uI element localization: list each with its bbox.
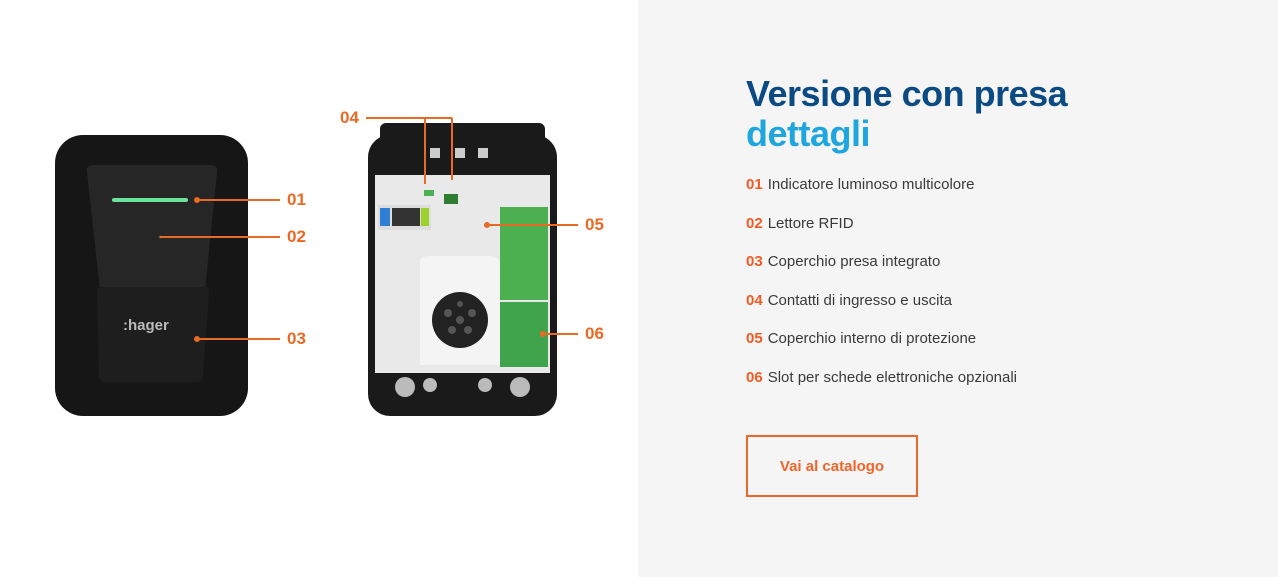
item-number: 03	[746, 253, 763, 270]
item-number: 04	[746, 291, 763, 309]
callout-03: 03	[287, 329, 306, 348]
product-image-area: :hager 01 02 03 04 05 06	[0, 0, 638, 577]
item-number: 05	[746, 330, 763, 347]
wallbox-open	[368, 123, 557, 416]
callout-02: 02	[287, 227, 306, 246]
item-label: Indicatore luminoso multicolore	[767, 176, 975, 193]
item-label: Lettore RFID	[767, 214, 854, 232]
item-number: 02	[746, 214, 763, 232]
callout-01: 01	[287, 190, 306, 209]
item-label: Slot per schede elettroniche opzionali	[767, 368, 1018, 386]
callout-06: 06	[585, 324, 604, 343]
item-label: Coperchio interno di protezione	[767, 330, 977, 347]
item-label: Coperchio presa integrato	[767, 253, 941, 270]
svg-text::hager: :hager	[123, 317, 169, 334]
wallbox-front: :hager	[55, 135, 248, 416]
item-label: Contatti di ingresso e uscita	[767, 291, 952, 309]
item-number: 01	[746, 176, 763, 193]
section-title: Versione con presa dettagli	[746, 73, 1068, 154]
wallbox-illustration: :hager	[55, 117, 578, 416]
callout-05: 05	[585, 215, 604, 234]
callout-lines	[160, 117, 578, 342]
item-number: 06	[746, 368, 763, 386]
title-line-1: Versione con presa	[746, 73, 1068, 114]
led-indicator	[112, 198, 188, 202]
callout-04: 04	[340, 108, 359, 127]
title-line-2: dettagli	[746, 113, 871, 154]
catalog-button[interactable]: Vai al catalogo	[746, 435, 918, 497]
